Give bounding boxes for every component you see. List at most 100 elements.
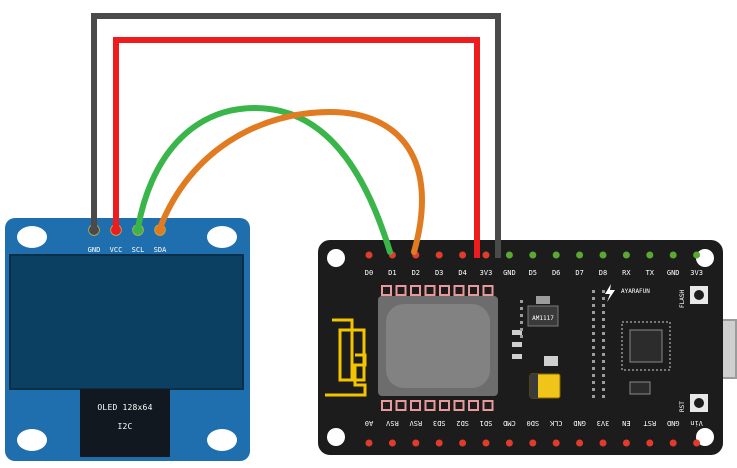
trace-dot	[592, 395, 595, 398]
trace-dot	[602, 395, 605, 398]
header-pin-label: SD1	[480, 419, 493, 427]
antenna-trace	[325, 353, 367, 397]
header-pin	[669, 251, 677, 259]
header-pin-label: CLK	[549, 419, 562, 427]
trace-dot	[602, 388, 605, 391]
trace-dot	[602, 374, 605, 377]
header-pin	[505, 439, 513, 447]
trace-dot	[602, 325, 605, 328]
header-pin-label: GND	[503, 269, 516, 277]
small-ic	[629, 381, 651, 395]
trace-dot	[520, 314, 523, 317]
trace-dot	[592, 339, 595, 342]
esp-pad	[482, 400, 494, 411]
header-pin-label: 3V3	[480, 269, 493, 277]
wire-sda	[157, 108, 425, 255]
mount-hole	[696, 249, 714, 267]
header-pin-label: RSV	[385, 419, 398, 427]
resistor	[512, 354, 522, 359]
header-pin-label: SD0	[526, 419, 539, 427]
board-traces	[520, 290, 605, 398]
header-pin	[599, 439, 607, 447]
header-pin-label: EN	[622, 419, 630, 427]
header-pin-label: 3V3	[597, 419, 610, 427]
trace-dot	[520, 300, 523, 303]
esp-pad	[395, 400, 407, 411]
flash-label: FLASH	[679, 290, 686, 308]
oled-pin-label: SDA	[154, 246, 167, 254]
trace-dot	[592, 388, 595, 391]
trace-dot	[520, 307, 523, 310]
trace-dot	[592, 367, 595, 370]
usb-chip-outline	[621, 321, 671, 371]
header-pin-label: TX	[646, 269, 655, 277]
header-pin-label: D1	[388, 269, 396, 277]
header-pin	[482, 251, 490, 259]
header-pin-label: GND	[667, 269, 680, 277]
header-pin	[693, 251, 701, 259]
wires	[89, 13, 501, 258]
trace-dot	[592, 374, 595, 377]
bottom-header-pins	[365, 439, 701, 447]
wire-end	[133, 225, 143, 235]
wire-gnd	[91, 13, 501, 258]
trace-dot	[592, 325, 595, 328]
trace-dot	[520, 328, 523, 331]
oled-module: OLED 128x64 I2C GND VCC SCL SDA	[5, 218, 250, 461]
mount-hole	[207, 429, 237, 451]
brand-label: AYARAFUN	[621, 288, 650, 295]
esp-pad	[453, 285, 465, 296]
header-pin	[388, 439, 396, 447]
esp-pad	[482, 285, 494, 296]
header-pin	[529, 439, 537, 447]
rst-button-cap	[694, 398, 704, 408]
wire-end	[111, 225, 121, 235]
esp-pad	[439, 400, 450, 411]
esp-shield-inner	[386, 304, 490, 388]
mount-hole	[696, 428, 714, 446]
oled-protocol-label: I2C	[117, 422, 132, 431]
trace-dot	[602, 339, 605, 342]
esp-pad	[468, 285, 479, 296]
oled-pin-label: VCC	[110, 246, 123, 254]
esp-module-pads	[381, 285, 494, 411]
header-pin	[459, 251, 467, 259]
resistor	[512, 330, 522, 335]
trace-dot	[602, 346, 605, 349]
esp-pad	[395, 285, 407, 296]
mount-hole	[327, 428, 345, 446]
header-pin	[435, 439, 443, 447]
header-pin-label: SD3	[433, 419, 446, 427]
header-pin	[622, 439, 630, 447]
header-pin-label: D0	[365, 269, 373, 277]
header-pin	[435, 251, 443, 259]
header-pin	[599, 251, 607, 259]
header-pin-label: CMD	[503, 419, 516, 427]
lightning-icon	[605, 284, 615, 302]
mount-hole	[327, 249, 345, 267]
trace-dot	[592, 332, 595, 335]
trace-dot	[592, 297, 595, 300]
mount-hole	[17, 226, 47, 248]
trace-dot	[602, 381, 605, 384]
esp-pad	[424, 285, 436, 296]
esp-pad	[381, 285, 392, 296]
trace-dot	[602, 353, 605, 356]
oled-pin-label: SCL	[132, 246, 145, 254]
trace-dot	[592, 360, 595, 363]
header-pin	[482, 439, 490, 447]
oled-pin-label: GND	[88, 246, 101, 254]
diode	[544, 356, 558, 366]
top-header-pins	[365, 251, 701, 259]
trace-dot	[602, 311, 605, 314]
header-pin	[646, 439, 654, 447]
header-pin	[412, 439, 420, 447]
header-pin	[529, 251, 537, 259]
header-pin-label: Vin	[690, 419, 703, 427]
header-pin-label: RST	[643, 419, 656, 427]
trace-dot	[592, 290, 595, 293]
